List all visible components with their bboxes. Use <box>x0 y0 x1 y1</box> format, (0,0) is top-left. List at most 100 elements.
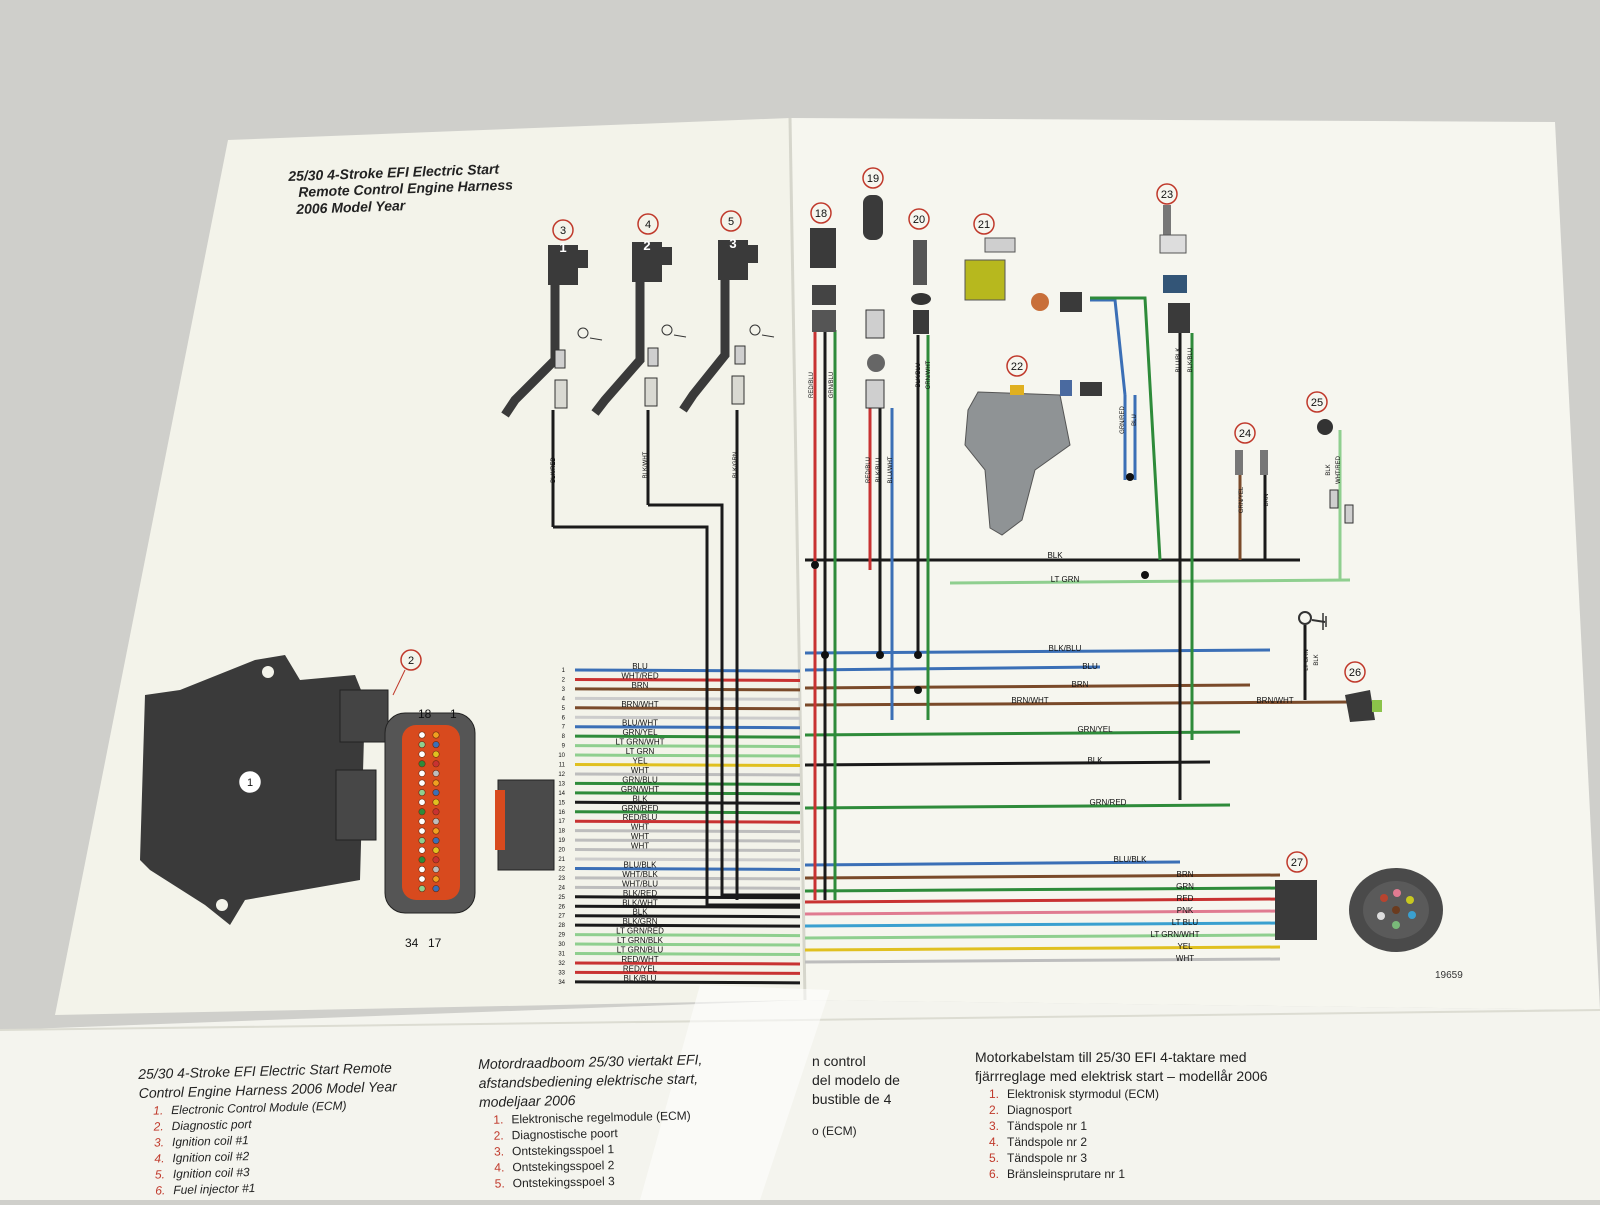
legend-english-list: 1.Electronic Control Module (ECM)2.Diagn… <box>139 1095 431 1199</box>
harness-wire <box>804 933 1281 940</box>
callout-leader <box>392 669 406 696</box>
wire-junction <box>914 686 922 694</box>
ecm-wire <box>574 800 801 805</box>
legend-item-number: 6. <box>988 1167 999 1181</box>
ecm-wire <box>574 772 801 777</box>
connector-27-wire-label: YEL <box>1177 942 1193 951</box>
vertical-wire-label: GRN/BLU <box>829 372 835 399</box>
connector-pin-number-label: 18 <box>418 707 432 721</box>
legend-swedish-item: 3.Tändspole nr 1 <box>975 1118 1275 1134</box>
coil-number: 3 <box>729 236 736 251</box>
ecm-pin-row: 22 BLU/BLK <box>558 860 801 872</box>
bottom-fold-panel <box>0 1000 1600 1200</box>
connector-pin <box>418 875 426 883</box>
legend-item-number: 3. <box>988 1119 999 1133</box>
vertical-wire-label: BLK/RED <box>551 457 557 483</box>
callout-ring <box>1006 355 1028 377</box>
ecm-wire <box>574 857 801 862</box>
vertical-wire-label: BLK <box>1314 654 1320 665</box>
ecm-pin-label: WHT/BLU <box>622 879 658 888</box>
ecm-pin-label: BLU/BLK <box>624 860 658 869</box>
legend-swedish: Motorkabelstam till 25/30 EFI 4-taktare … <box>975 1048 1275 1182</box>
ecm-pin-label: RED/BLU <box>623 813 658 822</box>
harness-wire <box>804 897 1281 904</box>
components-layer <box>140 195 1443 952</box>
ecm-pin-number: 23 <box>558 876 565 882</box>
legend-item-number: 3. <box>153 1135 165 1150</box>
ecm-pin-label: GRN/WHT <box>621 785 659 794</box>
ecm-wire <box>574 819 801 824</box>
connector-pin <box>418 760 426 768</box>
callout-ring <box>1234 422 1256 444</box>
callout-number: 23 <box>1161 189 1173 201</box>
legend-item-text: Ontstekingsspoel 2 <box>512 1158 615 1175</box>
ecm-wire <box>574 668 801 673</box>
ecm-wire <box>574 904 801 909</box>
legend-item-number: 2. <box>988 1103 999 1117</box>
callout-number: 27 <box>1291 857 1303 869</box>
harness-wire <box>804 921 1281 928</box>
connector-pin <box>432 865 440 873</box>
ecm-pin-number: 22 <box>558 866 565 872</box>
connector-pin <box>418 731 426 739</box>
ecm-pin-label: LT GRN/BLK <box>617 936 664 945</box>
connector-pin <box>432 817 440 825</box>
legend-item-text: Ontstekingsspoel 3 <box>512 1174 615 1191</box>
legend-item-text: Elektronisk styrmodul (ECM) <box>1007 1087 1160 1101</box>
callout-number: 19 <box>867 173 879 185</box>
ecm-wire <box>574 914 801 919</box>
callout-ring <box>1286 851 1308 873</box>
callout-ring <box>1344 661 1366 683</box>
figure-number: 19659 <box>1435 970 1463 981</box>
callout-ring <box>637 213 659 235</box>
legend-item-text: Ontstekingsspoel 1 <box>511 1142 615 1159</box>
legend-item-number: 4. <box>988 1135 999 1149</box>
legend-item-number: 1. <box>153 1103 164 1118</box>
harness-connector-27 <box>1275 868 1443 952</box>
wire-junction <box>811 561 819 569</box>
callout-number: 24 <box>1239 428 1251 440</box>
ecm-pin-label: BRN/WHT <box>621 700 658 709</box>
connector-pin <box>418 827 426 835</box>
callout-number: 26 <box>1349 667 1361 679</box>
callout-ring <box>1156 183 1178 205</box>
legend-swedish-item: 6.Bränsleinsprutare nr 1 <box>975 1166 1275 1182</box>
idle-air-valve-21 <box>964 237 1082 312</box>
ecm-wire <box>574 791 801 796</box>
ecm-pin-label: WHT <box>631 842 649 851</box>
legend-swedish-item: 1.Elektronisk styrmodul (ECM) <box>975 1086 1275 1102</box>
ecm-pin-label: BLK <box>632 908 648 917</box>
vertical-wire-label: BLK/WHT <box>643 451 649 478</box>
wire-junction <box>1141 571 1149 579</box>
ecm-pin-number: 12 <box>558 772 565 778</box>
harness-wire-label: BRN <box>1072 680 1089 689</box>
coil-number: 2 <box>643 238 650 253</box>
harness-wire-label: BLK <box>1087 756 1103 765</box>
vertical-wire-label: LT GRN <box>1304 649 1310 670</box>
connector-pin <box>418 885 426 893</box>
connector-pin <box>432 885 440 893</box>
callout-number: 18 <box>815 208 827 220</box>
callout-ring <box>400 649 422 671</box>
legend-item-text: Diagnosport <box>1007 1103 1072 1117</box>
legend-dutch-list: 1.Elektronische regelmodule (ECM)2.Diagn… <box>479 1106 751 1192</box>
connector-pin <box>418 779 426 787</box>
legend-spanish-line-3: bustible de 4 <box>812 1091 892 1107</box>
harness-wire-label: BLU <box>1082 662 1098 671</box>
connector-pin <box>418 817 426 825</box>
ecm-pin-number: 11 <box>559 763 566 769</box>
vertical-wire-label: BRN <box>1264 494 1270 507</box>
throttle-body-22 <box>964 380 1102 536</box>
ecm-pin-number: 5 <box>562 706 566 712</box>
ecm-pin-label: WHT <box>631 766 649 775</box>
